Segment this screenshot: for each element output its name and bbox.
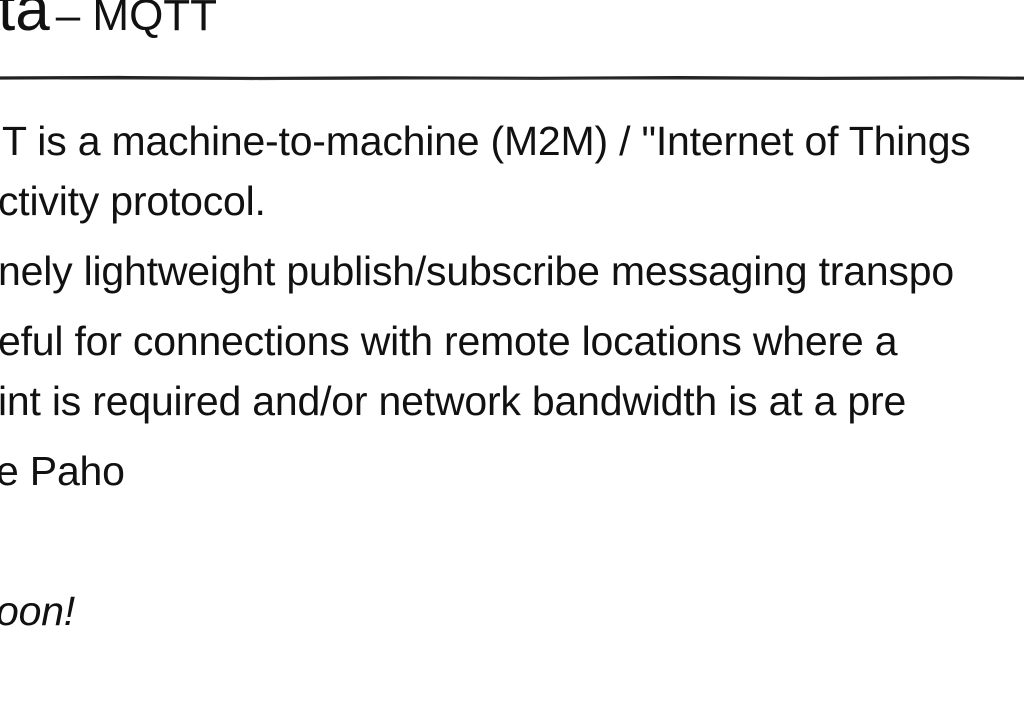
slide-title: ta– MQTT — [0, 0, 217, 45]
bullet-line-5: int is required and/or network bandwidth… — [0, 378, 907, 424]
bullet-line-1: T is a machine-to-machine (M2M) / "Inter… — [2, 118, 971, 164]
slide-title-sub: – MQTT — [55, 0, 218, 40]
bullet-line-6: e Paho — [0, 448, 125, 494]
bullet-line-4: eful for connections with remote locatio… — [0, 318, 898, 364]
bullet-line-3: nely lightweight publish/subscribe messa… — [0, 248, 954, 294]
bullet-line-2: ctivity protocol. — [0, 178, 266, 224]
title-divider-rule — [0, 75, 1024, 81]
slide-title-main: ta — [0, 0, 50, 44]
bullet-line-7: oon! — [0, 588, 75, 634]
